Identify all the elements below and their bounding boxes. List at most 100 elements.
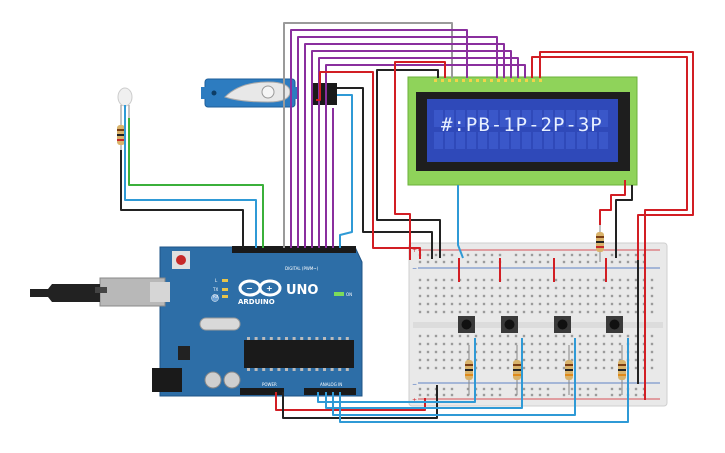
breadboard-hole <box>554 342 558 346</box>
breadboard-hole <box>626 294 630 298</box>
breadboard-hole <box>474 278 478 282</box>
lcd-cell <box>445 110 454 127</box>
lcd-cell <box>544 110 553 127</box>
pushbutton-group <box>458 316 623 333</box>
breadboard-hole <box>618 387 622 391</box>
breadboard-hole <box>442 253 446 257</box>
wire-red[interactable] <box>531 56 688 258</box>
wire-black[interactable] <box>615 185 633 258</box>
arduino-uno[interactable]: DIGITAL (PWM~) POWER ANALOG IN − + ARDUI… <box>30 246 363 397</box>
breadboard-hole <box>602 310 606 314</box>
wire-blue[interactable] <box>332 338 576 416</box>
breadboard-hole <box>530 358 534 362</box>
breadboard-hole <box>530 278 534 282</box>
breadboard-hole <box>546 334 550 338</box>
wire-servo-blue[interactable] <box>337 94 353 248</box>
breadboard-hole <box>546 366 550 370</box>
breadboard-hole <box>594 350 598 354</box>
led-resistor[interactable] <box>117 118 125 150</box>
breadboard-hole <box>570 294 574 298</box>
breadboard-hole <box>570 253 574 257</box>
power-label: POWER <box>262 382 277 387</box>
breadboard-hole <box>434 334 438 338</box>
breadboard-hole <box>466 260 470 264</box>
breadboard[interactable]: + − + − <box>408 242 668 407</box>
breadboard-hole <box>570 350 574 354</box>
pushbutton-2[interactable] <box>501 316 518 333</box>
breadboard-hole <box>530 302 534 306</box>
breadboard-hole <box>562 366 566 370</box>
tx-led <box>222 288 228 291</box>
usb-cable-plug[interactable] <box>30 284 100 302</box>
servo-mount-tab <box>201 87 209 99</box>
wire-purple[interactable] <box>304 43 505 248</box>
wire-red[interactable] <box>316 71 421 259</box>
breadboard-hole <box>474 302 478 306</box>
breadboard-hole <box>546 342 550 346</box>
resistor-3[interactable] <box>565 345 573 395</box>
lcd-cell <box>434 132 443 149</box>
l-led-label: L <box>215 278 218 283</box>
pushbutton-3[interactable] <box>554 316 571 333</box>
breadboard-hole <box>578 302 582 306</box>
breadboard-hole <box>474 253 478 257</box>
analog-header <box>304 388 356 395</box>
wire-purple[interactable] <box>318 57 519 248</box>
wire-black[interactable] <box>337 87 433 259</box>
breadboard-hole <box>490 393 494 397</box>
lcd-text: #:PB-1P-2P-3P <box>441 114 603 136</box>
crystal-oscillator <box>199 317 241 331</box>
breadboard-hole <box>458 302 462 306</box>
lcd-cell <box>566 132 575 149</box>
pushbutton-4[interactable] <box>606 316 623 333</box>
breadboard-hole <box>618 342 622 346</box>
lcd-cell <box>588 132 597 149</box>
breadboard-hole <box>514 393 518 397</box>
wire-red[interactable] <box>394 61 446 260</box>
breadboard-hole <box>442 342 446 346</box>
wire-blue[interactable] <box>457 185 464 259</box>
breadboard-hole <box>650 334 654 338</box>
resistor-4[interactable] <box>618 345 626 395</box>
wire-blue[interactable] <box>124 105 257 248</box>
rail-minus-sign: − <box>412 381 417 388</box>
chip-pin <box>323 337 326 340</box>
l-led <box>222 279 228 282</box>
breadboard-hole <box>442 302 446 306</box>
wire-blue[interactable] <box>325 338 523 409</box>
pushbutton-1[interactable] <box>458 316 475 333</box>
breadboard-hole <box>530 294 534 298</box>
wire-red[interactable] <box>599 180 626 225</box>
breadboard-hole <box>466 294 470 298</box>
lcd-pin <box>476 79 479 82</box>
lcd-contrast-resistor[interactable] <box>596 225 604 262</box>
breadboard-hole <box>610 342 614 346</box>
wire-purple[interactable] <box>325 64 526 248</box>
servo-motor[interactable] <box>201 78 337 108</box>
lcd-cell <box>544 132 553 149</box>
rail-plus-sign: + <box>412 247 417 254</box>
breadboard-hole <box>530 334 534 338</box>
power-jack[interactable] <box>152 368 182 392</box>
lcd-16x2[interactable]: #:PB-1P-2P-3P <box>407 76 638 186</box>
wire-blue[interactable] <box>317 338 476 403</box>
wire-purple[interactable] <box>290 29 468 248</box>
wire-blue[interactable] <box>339 338 629 423</box>
lcd-cell <box>577 110 586 127</box>
wire-green[interactable] <box>128 118 264 248</box>
wire-red[interactable] <box>275 392 426 411</box>
resistor-1[interactable] <box>465 345 473 395</box>
resistor-2[interactable] <box>513 345 521 395</box>
wire-black[interactable] <box>120 150 244 248</box>
breadboard-hole <box>562 350 566 354</box>
lcd-cell <box>522 110 531 127</box>
breadboard-hole <box>538 366 542 370</box>
wire-black[interactable] <box>376 69 441 258</box>
breadboard-hole <box>418 260 422 264</box>
breadboard-hole <box>490 302 494 306</box>
analog-label: ANALOG IN <box>320 382 342 387</box>
breadboard-hole <box>490 387 494 391</box>
wire-red[interactable] <box>539 51 694 260</box>
breadboard-hole <box>498 302 502 306</box>
breadboard-hole <box>482 253 486 257</box>
